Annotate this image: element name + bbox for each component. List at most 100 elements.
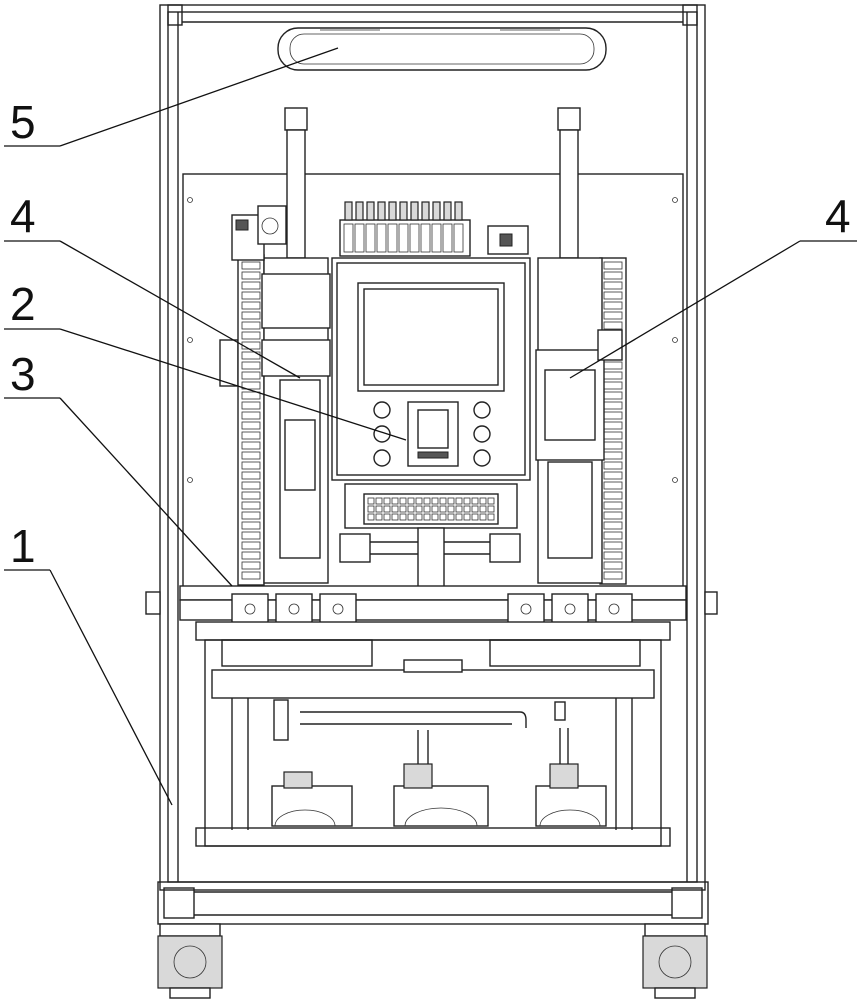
chain-link	[241, 381, 261, 390]
callout-labels: 5 4 4 2 3 1	[10, 96, 851, 572]
keyboard-key	[471, 497, 479, 505]
chain-link	[241, 561, 261, 570]
keyboard-key	[407, 513, 415, 521]
keyboard-key	[479, 513, 487, 521]
relay-module	[453, 223, 464, 253]
chain-link	[603, 551, 623, 560]
chain-link	[603, 321, 623, 330]
keyboard-key	[391, 513, 399, 521]
chain-link	[603, 291, 623, 300]
relay-module	[343, 223, 354, 253]
relay-module	[398, 223, 409, 253]
relay-module	[420, 223, 431, 253]
chain-link	[241, 261, 261, 270]
keyboard-key	[447, 513, 455, 521]
chain-link	[603, 541, 623, 550]
chain-link	[241, 371, 261, 380]
chain-link	[241, 281, 261, 290]
keyboard-key	[391, 497, 399, 505]
chain-link	[241, 461, 261, 470]
chain-link	[241, 311, 261, 320]
keyboard-key	[423, 505, 431, 513]
right-lift-assembly	[535, 257, 627, 585]
keyboard-key	[487, 505, 495, 513]
chain-link	[241, 531, 261, 540]
keyboard-key	[439, 497, 447, 505]
keyboard-key	[439, 513, 447, 521]
relay-module	[431, 223, 442, 253]
chain-link	[603, 511, 623, 520]
chain-link	[603, 261, 623, 270]
chain-link	[603, 281, 623, 290]
chain-link	[241, 361, 261, 370]
relay-module	[387, 223, 398, 253]
keyboard-key	[463, 513, 471, 521]
chain-link	[603, 561, 623, 570]
keyboard-key	[423, 513, 431, 521]
relay-module	[365, 223, 376, 253]
relay-terminal	[443, 201, 452, 221]
keyboard-key	[463, 497, 471, 505]
relay-terminal	[355, 201, 364, 221]
chain-link	[241, 471, 261, 480]
callout-4-right: 4	[825, 190, 851, 242]
chain-link	[603, 571, 623, 580]
relay-terminal	[454, 201, 463, 221]
keyboard-key	[399, 497, 407, 505]
relay-terminal	[432, 201, 441, 221]
relay-terminal	[410, 201, 419, 221]
relay-terminal	[366, 201, 375, 221]
callout-leaders	[4, 47, 857, 806]
keyboard-key	[487, 497, 495, 505]
carriage-rail	[179, 585, 687, 625]
chain-link	[241, 491, 261, 500]
keyboard-key	[415, 505, 423, 513]
vertical-cylinders	[284, 107, 581, 259]
keyboard-key	[479, 497, 487, 505]
keyboard-key	[407, 505, 415, 513]
relay-module	[376, 223, 387, 253]
chain-link	[241, 481, 261, 490]
chain-link	[241, 511, 261, 520]
keyboard-key	[367, 497, 375, 505]
chain-link	[241, 521, 261, 530]
keyboard-key	[375, 497, 383, 505]
callout-3: 3	[10, 348, 36, 400]
chain-link	[603, 301, 623, 310]
keyboard-key	[375, 505, 383, 513]
chain-link	[241, 571, 261, 580]
chain-link	[241, 411, 261, 420]
chain-link	[241, 271, 261, 280]
chain-link	[241, 551, 261, 560]
keyboard-key	[375, 513, 383, 521]
keyboard-key	[431, 513, 439, 521]
keyboard-key	[367, 505, 375, 513]
keyboard-key	[471, 505, 479, 513]
keyboard-key	[447, 497, 455, 505]
keyboard-key	[463, 505, 471, 513]
chain-link	[603, 461, 623, 470]
relay-terminal	[377, 201, 386, 221]
keyboard-key	[455, 505, 463, 513]
relay-module	[442, 223, 453, 253]
chain-link	[241, 451, 261, 460]
callout-1: 1	[10, 520, 36, 572]
chain-link	[603, 491, 623, 500]
keyboard-key	[431, 505, 439, 513]
keyboard-key	[439, 505, 447, 513]
chain-link	[241, 421, 261, 430]
control-box	[331, 201, 531, 599]
callout-5: 5	[10, 96, 36, 148]
chain-link	[241, 291, 261, 300]
chain-link	[241, 391, 261, 400]
relay-terminal	[388, 201, 397, 221]
keyboard-key	[367, 513, 375, 521]
relay-terminal	[399, 201, 408, 221]
chain-link	[603, 271, 623, 280]
keyboard-key	[479, 505, 487, 513]
lower-frame	[195, 621, 671, 847]
chain-link	[241, 431, 261, 440]
outer-frame	[145, 4, 718, 999]
keyboard-key	[383, 513, 391, 521]
